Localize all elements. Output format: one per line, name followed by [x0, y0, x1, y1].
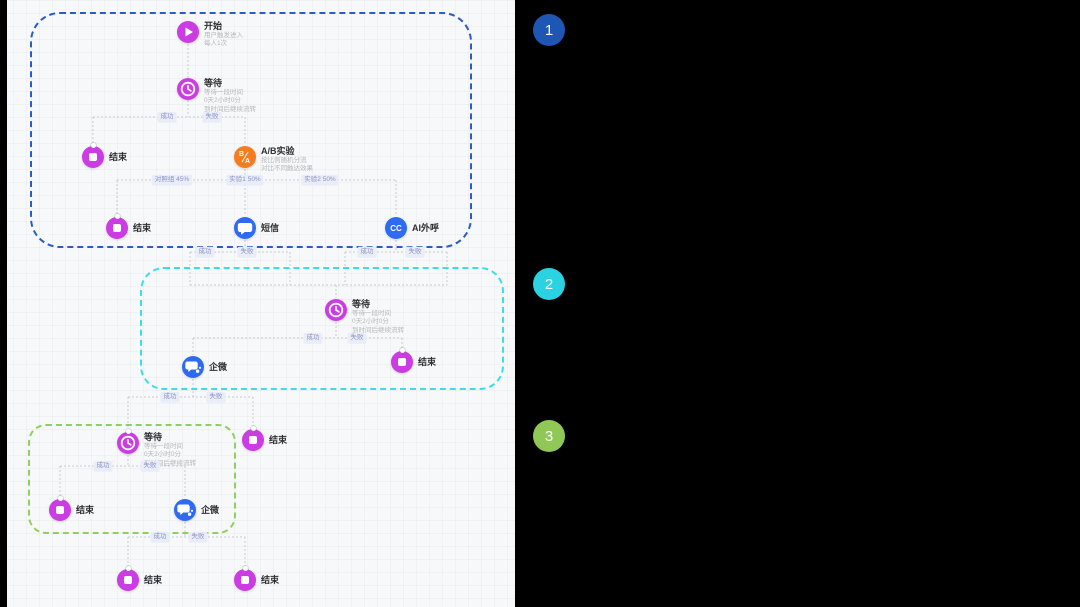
node-label: 结束 [109, 151, 128, 162]
chat-bubble-icon [234, 217, 256, 239]
svg-text:B: B [239, 151, 244, 158]
wecom-icon [182, 356, 204, 378]
ab-split-icon: B A [234, 146, 256, 168]
node-subtitle: 0天2小时0分 [144, 451, 181, 459]
node-subtitle: 等待一段时间 [204, 88, 243, 96]
edge-label: 成功 [160, 391, 180, 403]
node-subtitle: 对比不同触达效果 [261, 165, 313, 173]
edge-label: 成功 [157, 111, 177, 123]
node-label: 企微 [209, 361, 228, 372]
node-wecom-1[interactable]: 企微 [182, 356, 227, 378]
node-subtitle: 按比例随机分流 [261, 156, 307, 164]
node-subtitle: 到时间后继续流转 [144, 459, 196, 467]
node-label: 结束 [76, 504, 95, 515]
node-end-7[interactable]: 结束 [234, 566, 280, 591]
edge-label: 失败 [237, 246, 257, 258]
node-label: 短信 [261, 222, 280, 233]
node-start[interactable]: 开始 用户触发进入 每人1次 [177, 21, 243, 49]
edge-label: 实验1 50% [226, 174, 264, 186]
node-label: 企微 [201, 504, 220, 515]
edge-label: 成功 [93, 460, 113, 472]
wecom-icon [174, 499, 196, 521]
cc-call-icon: CC [385, 217, 407, 239]
edge-label: 成功 [303, 332, 323, 344]
phase-3-box [28, 424, 236, 534]
node-subtitle: 等待一段时间 [352, 309, 391, 317]
clock-icon [325, 299, 347, 321]
edge-label: 成功 [150, 531, 170, 543]
node-ab-test[interactable]: B A A/B实验 按比例随机分流 对比不同触达效果 [234, 146, 313, 174]
stop-square-icon [234, 566, 256, 591]
node-subtitle: 到时间后继续流转 [204, 105, 256, 113]
edge-label: 成功 [195, 246, 215, 258]
node-subtitle: 0天2小时0分 [204, 97, 241, 105]
phase-2-box [140, 267, 504, 390]
edge-label: 失败 [188, 531, 208, 543]
node-wecom-2[interactable]: 企微 [174, 499, 219, 521]
stop-square-icon [391, 348, 413, 373]
node-wait-3[interactable]: 等待 等待一段时间 0天2小时0分 到时间后继续流转 [117, 429, 196, 468]
step-number: 2 [544, 275, 554, 293]
edge-label: 失败 [347, 332, 367, 344]
node-subtitle: 到时间后继续流转 [352, 326, 404, 334]
node-subtitle: 等待一段时间 [144, 442, 183, 450]
node-end-4[interactable]: 结束 [242, 426, 288, 451]
node-label: AI外呼 [412, 222, 440, 233]
cc-icon-text: CC [390, 223, 402, 233]
step-marker-2: 2 [533, 268, 565, 300]
edge-label: 对照组 45% [151, 174, 193, 186]
node-label: 结束 [418, 356, 437, 367]
stop-square-icon [82, 143, 104, 168]
play-icon [177, 21, 199, 43]
node-wait-1[interactable]: 等待 等待一段时间 0天2小时0分 到时间后继续流转 [177, 78, 256, 114]
edge-label: 失败 [405, 246, 425, 258]
node-wait-2[interactable]: 等待 等待一段时间 0天2小时0分 到时间后继续流转 [325, 299, 404, 335]
stop-square-icon [106, 214, 128, 239]
clock-icon [177, 78, 199, 100]
node-subtitle: 每人1次 [204, 40, 228, 48]
stop-square-icon [49, 496, 71, 521]
node-label: 结束 [133, 222, 152, 233]
svg-text:A: A [245, 158, 250, 165]
step-number: 3 [544, 427, 554, 445]
node-end-1[interactable]: 结束 [82, 143, 128, 168]
clock-icon [117, 429, 139, 454]
edge-label: 实验2 50% [301, 174, 339, 186]
node-label: 等待 [204, 78, 223, 88]
edge-label: 失败 [140, 460, 160, 472]
node-end-2[interactable]: 结束 [106, 214, 152, 239]
node-label: 等待 [144, 432, 163, 442]
node-label: 结束 [144, 574, 163, 585]
node-subtitle: 用户触发进入 [204, 31, 243, 39]
node-label: 结束 [269, 434, 288, 445]
edge-label: 成功 [357, 246, 377, 258]
stop-square-icon [117, 566, 139, 591]
flow-canvas[interactable]: 开始 用户触发进入 每人1次 等待 等待一段时间 0天2小时0分 到时间后继续流… [0, 0, 515, 607]
node-subtitle: 0天2小时0分 [352, 318, 389, 326]
node-label: 结束 [261, 574, 280, 585]
step-number: 1 [544, 21, 554, 39]
step-marker-3: 3 [533, 420, 565, 452]
edge-label: 失败 [206, 391, 226, 403]
left-black-bar [0, 0, 7, 607]
node-end-6[interactable]: 结束 [117, 566, 163, 591]
edge-label: 失败 [202, 111, 222, 123]
step-marker-1: 1 [533, 14, 565, 46]
node-sms[interactable]: 短信 [234, 217, 279, 239]
node-label: 开始 [204, 21, 223, 31]
stop-square-icon [242, 426, 264, 451]
node-label: 等待 [352, 299, 371, 309]
node-end-5[interactable]: 结束 [49, 496, 95, 521]
phase-1-box [30, 12, 472, 248]
node-label: A/B实验 [261, 146, 295, 156]
node-end-3[interactable]: 结束 [391, 348, 437, 373]
node-ai-call[interactable]: CC AI外呼 [385, 217, 439, 239]
